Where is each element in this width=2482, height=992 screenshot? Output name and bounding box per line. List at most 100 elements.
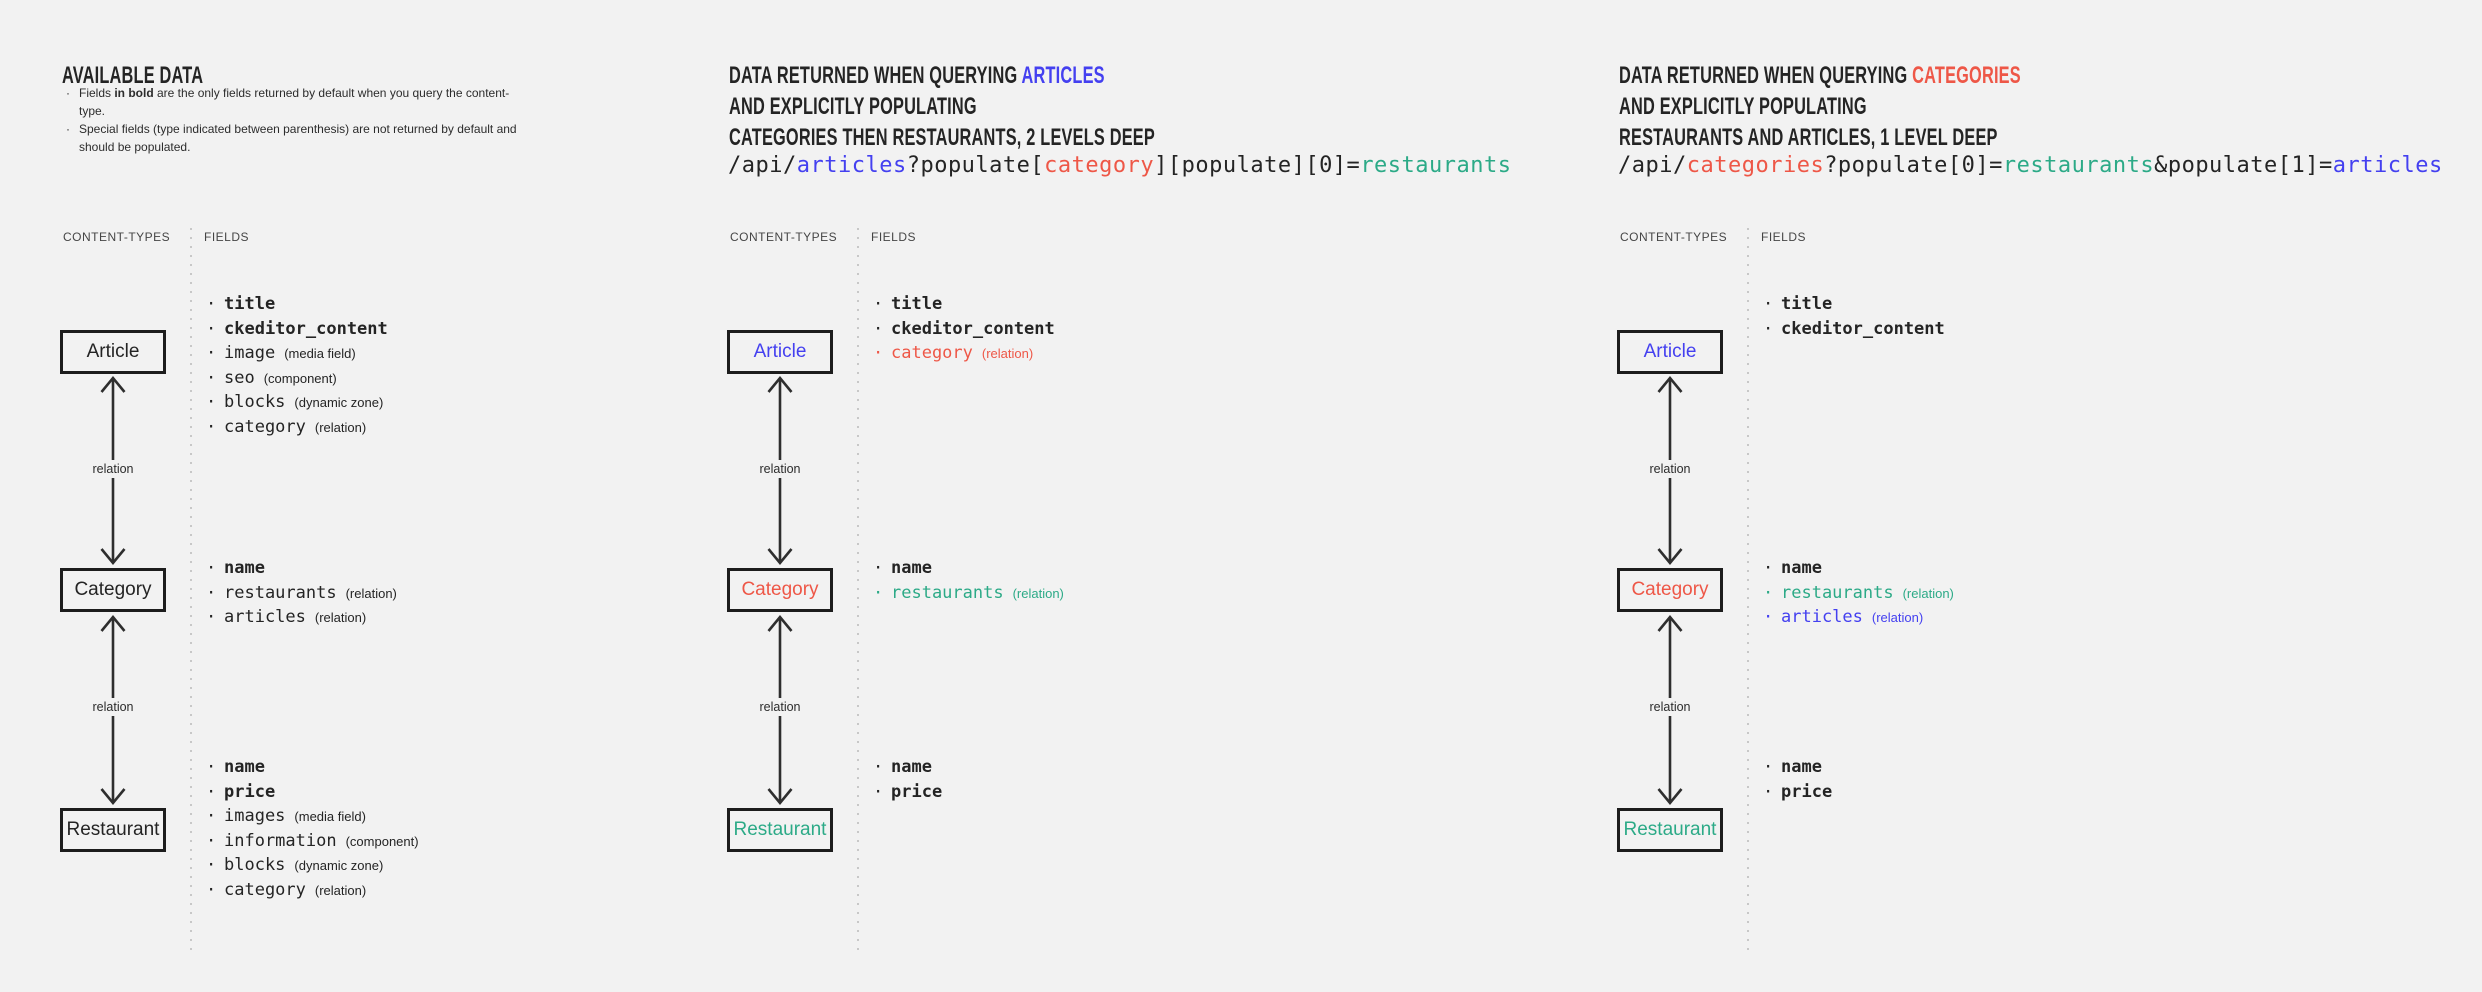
field-item: ·name <box>206 755 419 780</box>
content-type-box-article: Article <box>1617 330 1723 374</box>
column-label-content-types: CONTENT-TYPES <box>730 230 838 244</box>
field-item: ·articles(relation) <box>206 605 397 630</box>
content-type-box-restaurant: Restaurant <box>60 808 166 852</box>
bullet-icon: · <box>206 294 217 314</box>
field-type: (media field) <box>284 346 356 362</box>
code-token: ?populate[ <box>906 153 1045 178</box>
field-item: ·restaurants(relation) <box>873 581 1064 606</box>
bullet-icon: · <box>206 830 217 851</box>
bullet-icon: · <box>206 558 217 578</box>
title-line: CATEGORIES THEN RESTAURANTS, 2 LEVELS DE… <box>729 122 1155 153</box>
box-label-restaurant: Restaurant <box>66 819 160 840</box>
title-segment: AVAILABLE DATA <box>62 61 204 89</box>
field-item: ·ckeditor_content <box>873 317 1055 342</box>
title-segment: ARTICLES <box>1021 61 1105 89</box>
panel-title: AVAILABLE DATA <box>62 60 203 91</box>
title-segment: CATEGORIES <box>1912 61 2021 89</box>
field-type: (relation) <box>1902 585 1954 601</box>
content-type-box-restaurant: Restaurant <box>1617 808 1723 852</box>
field-item: ·seo(component) <box>206 366 388 391</box>
bullet-icon: · <box>66 122 70 136</box>
dotted-divider <box>857 228 859 956</box>
field-type: (relation) <box>981 346 1034 362</box>
relation-label: relation <box>86 698 140 716</box>
field-item: ·title <box>206 292 388 317</box>
title-segment: DATA RETURNED WHEN QUERYING <box>729 61 1022 89</box>
field-name: ckeditor_content <box>1781 318 1945 339</box>
content-type-box-article: Article <box>727 330 833 374</box>
field-list-category: ·name·restaurants(relation) <box>873 556 1064 605</box>
field-item: ·images(media field) <box>206 804 419 829</box>
field-item: · image (media field) <box>206 341 388 366</box>
field-name: restaurants <box>891 582 1004 603</box>
relation-label: relation <box>753 460 807 478</box>
title-segment: AND EXPLICITLY POPULATING <box>1619 92 1867 120</box>
bullet-icon: · <box>873 781 884 802</box>
bullet-icon: · <box>1763 607 1774 628</box>
code-token: category <box>1044 153 1155 178</box>
field-item: · price <box>873 780 942 805</box>
field-name: image <box>224 343 276 364</box>
bullet-icon: · <box>873 294 884 314</box>
code-token: /api/ <box>1618 153 1687 178</box>
field-name: name <box>891 757 932 777</box>
bullet-icon: · <box>206 318 217 339</box>
field-name: information <box>224 830 337 851</box>
field-item: ·name <box>873 556 1064 581</box>
field-item: ·title <box>1763 292 1945 317</box>
content-type-box-restaurant: Restaurant <box>727 808 833 852</box>
field-list-article: ·title·ckeditor_content·category(relatio… <box>873 292 1055 366</box>
box-label-article: Article <box>753 341 807 362</box>
bullet-icon: · <box>206 416 217 437</box>
field-list-restaurant: · name ·price <box>1763 755 1832 804</box>
field-list-category: ·name·restaurants(relation)·articles(rel… <box>206 556 397 630</box>
relation-label: relation <box>1643 698 1697 716</box>
field-name: seo <box>224 367 255 388</box>
field-list-article: ·title·ckeditor_content <box>1763 292 1945 341</box>
bullet-icon: · <box>206 781 217 802</box>
column-label-content-types: CONTENT-TYPES <box>1620 230 1728 244</box>
field-type: (dynamic zone) <box>294 395 384 411</box>
api-query-categories: /api/categories?populate[0]=restaurants&… <box>1618 153 2443 178</box>
field-name: name <box>1781 757 1822 777</box>
title-segment: DATA RETURNED WHEN QUERYING <box>1619 61 1913 89</box>
title-segment: CATEGORIES THEN RESTAURANTS, 2 LEVELS DE… <box>729 123 1155 151</box>
field-item: ·price <box>206 780 419 805</box>
field-item: ·blocks(dynamic zone) <box>206 390 388 415</box>
bullet-icon: · <box>206 879 217 900</box>
bullet-icon: · <box>206 806 217 827</box>
box-label-article: Article <box>86 341 140 362</box>
box-label-article: Article <box>1643 341 1697 362</box>
field-name: ckeditor_content <box>891 318 1055 339</box>
field-item: ·name <box>206 556 397 581</box>
bullet-icon: · <box>206 607 217 628</box>
content-type-box-article: Article <box>60 330 166 374</box>
field-type: (relation) <box>314 419 367 435</box>
field-item: ·name <box>1763 556 1954 581</box>
bullet-icon: · <box>873 343 884 364</box>
title-line: DATA RETURNED WHEN QUERYING ARTICLES <box>729 60 1155 91</box>
field-name: name <box>1781 558 1822 578</box>
note-text: Fields in bold are the only fields retur… <box>79 84 522 120</box>
field-name: category <box>891 343 973 364</box>
code-token: articles <box>796 153 907 178</box>
bullet-icon: · <box>873 757 884 777</box>
note-segment: in bold <box>114 86 154 100</box>
field-name: blocks <box>224 855 286 876</box>
field-item: ·price <box>1763 780 1832 805</box>
note-item: ·Special fields (type indicated between … <box>66 120 522 156</box>
field-type: (dynamic zone) <box>294 858 384 874</box>
bullet-icon: · <box>873 582 884 603</box>
bullet-icon: · <box>206 343 217 364</box>
bullet-icon: · <box>1763 781 1774 802</box>
code-token: restaurants <box>2002 153 2155 178</box>
field-item: · name <box>873 755 942 780</box>
title-line: DATA RETURNED WHEN QUERYING CATEGORIES <box>1619 60 2021 91</box>
field-name: price <box>891 781 943 802</box>
field-type: (component) <box>345 833 419 849</box>
box-label-category: Category <box>74 579 152 600</box>
dotted-divider <box>190 228 192 956</box>
